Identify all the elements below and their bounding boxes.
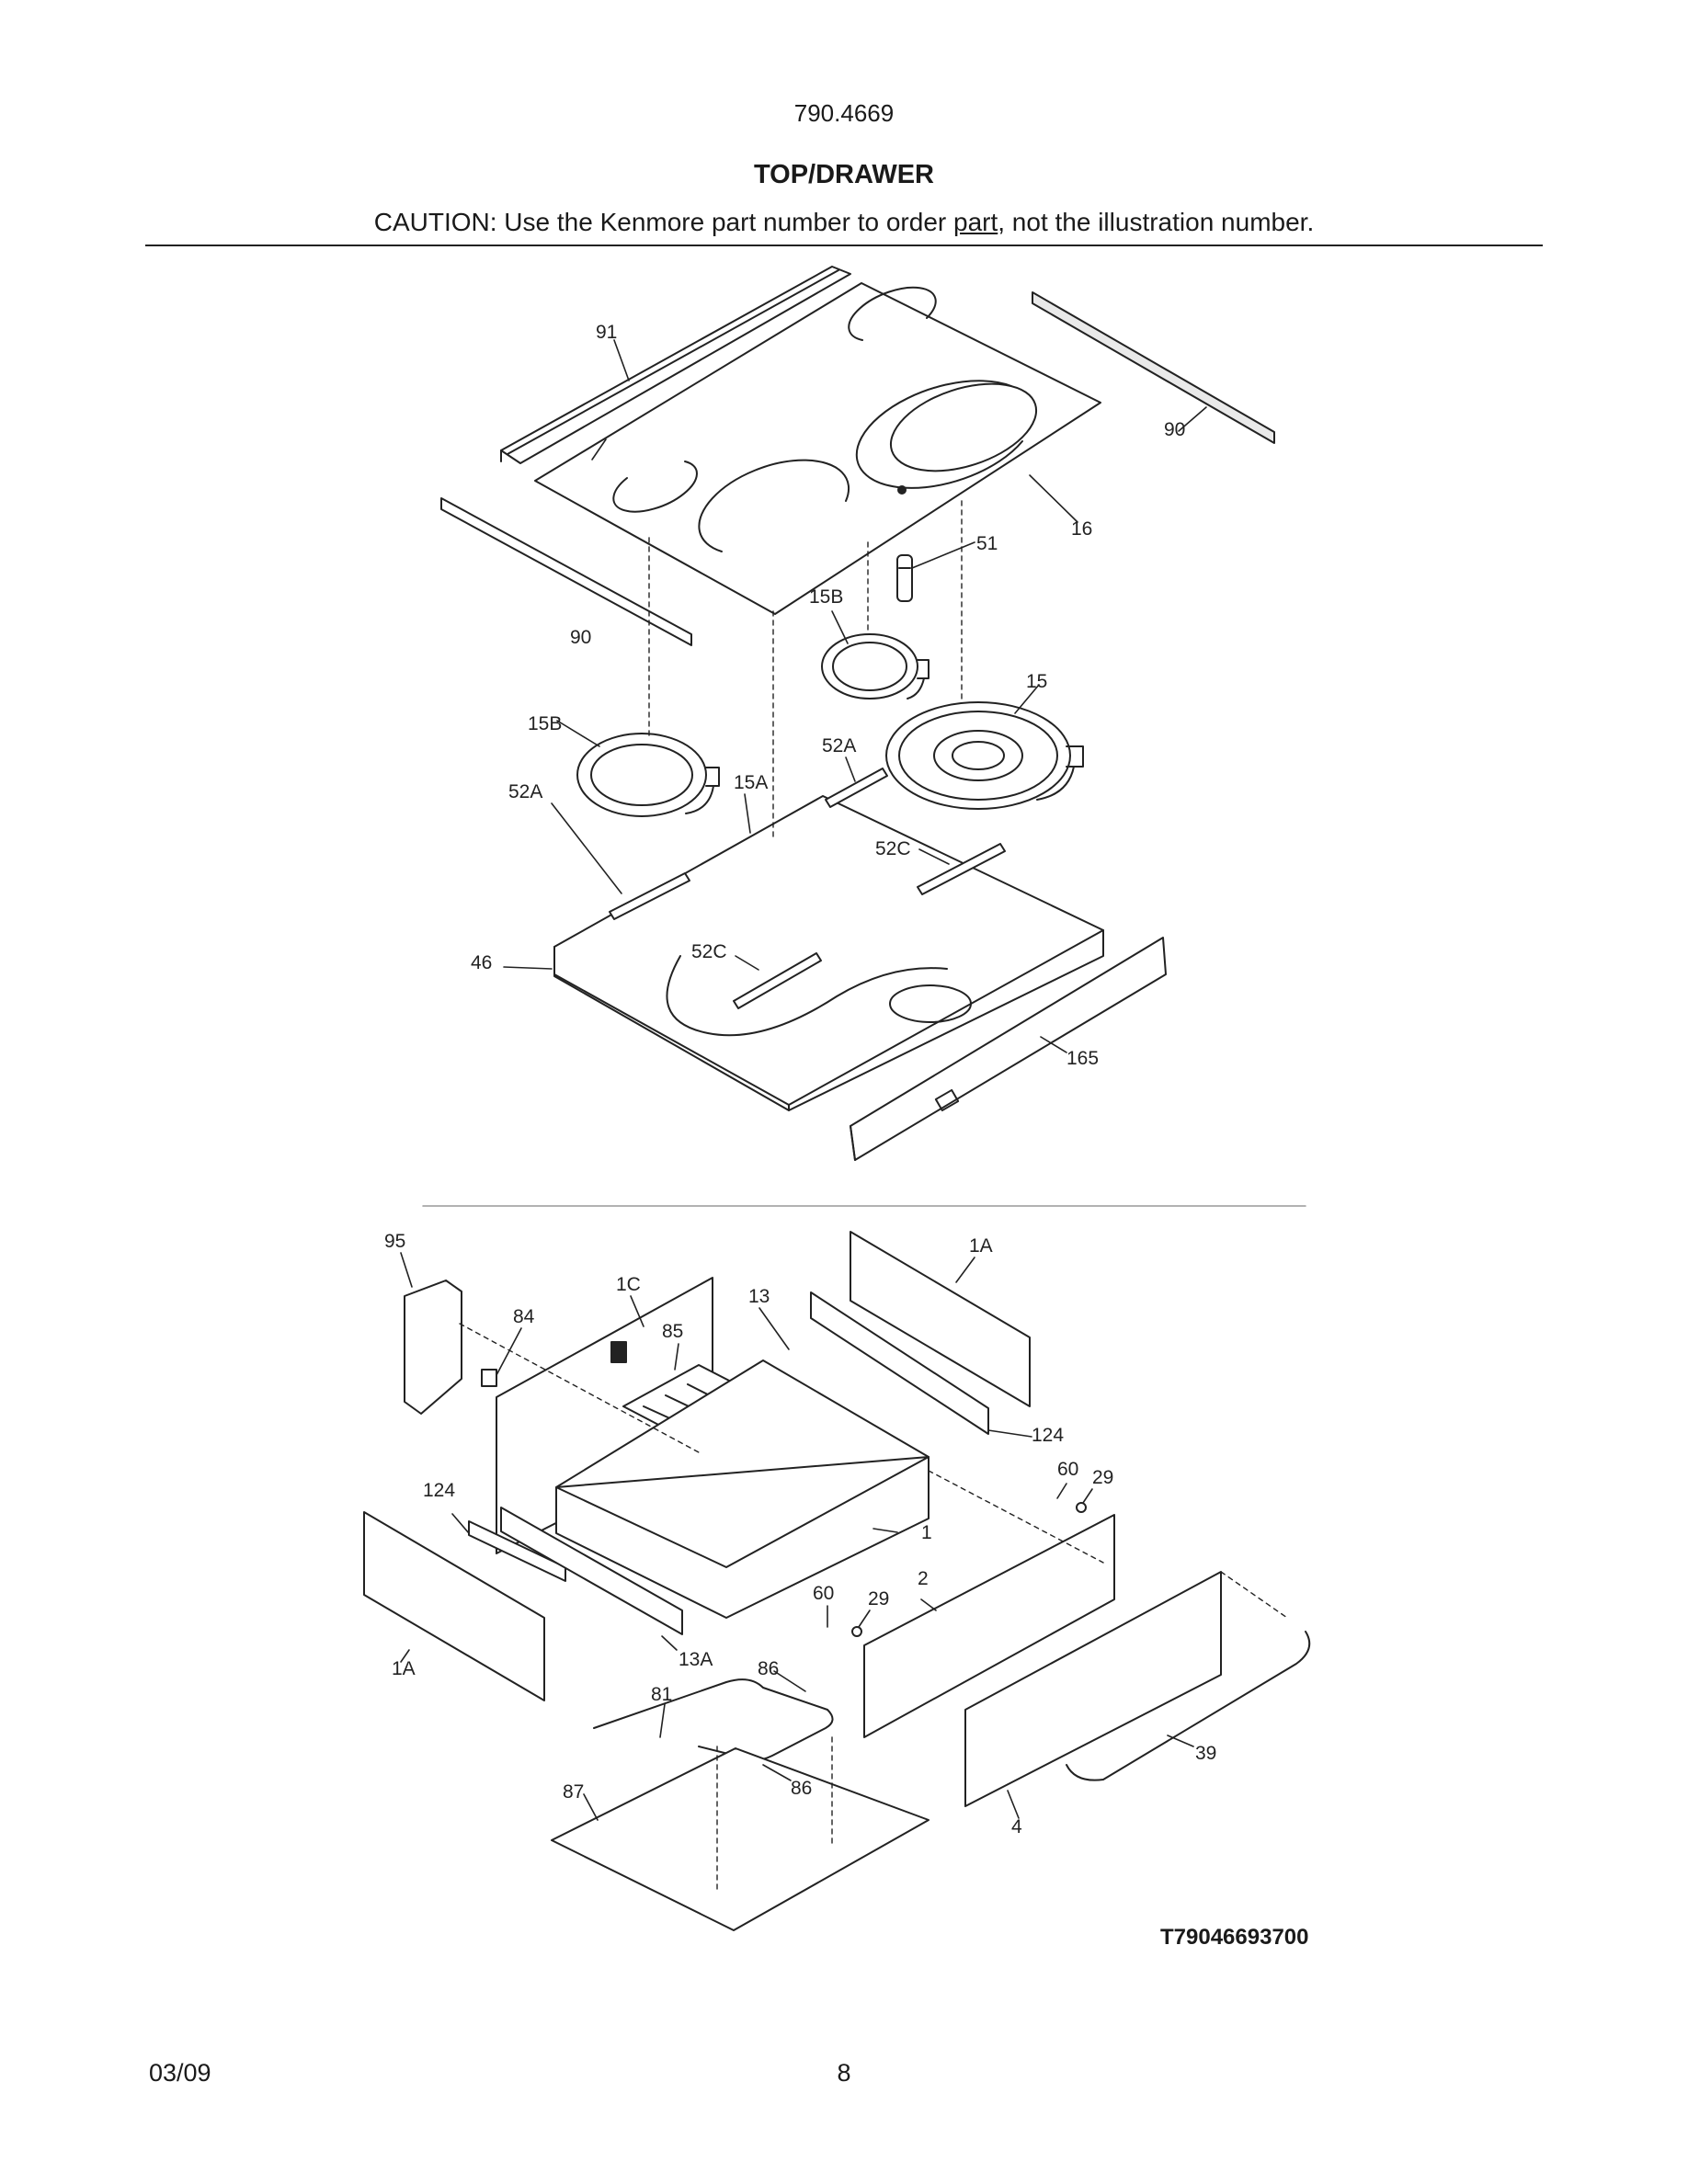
callout-60-left: 60 [813,1583,834,1604]
callout-16: 16 [1071,518,1092,540]
callout-1a-right: 1A [969,1235,993,1257]
callout-84: 84 [513,1306,535,1327]
callout-1: 1 [921,1522,932,1543]
part-16-glass-cooktop [534,282,1101,615]
callout-15: 15 [1026,671,1047,692]
callout-15b-rear: 15B [809,586,843,608]
callout-15a: 15A [734,772,768,793]
part-1a-side-panel-right [850,1231,1031,1407]
header-rule [145,245,1543,246]
drawer-assembly-lines [459,1323,1288,1894]
callout-4: 4 [1011,1816,1022,1837]
part-13a-slide-left [500,1507,683,1635]
callout-46: 46 [471,952,492,973]
callout-60-right: 60 [1057,1459,1078,1480]
part-165-manifold-panel [850,937,1167,1161]
callout-labels: 91 90 16 51 15B 90 15 15B 52A 15A 52A 52… [384,322,1216,1837]
top-assembly-lines [648,500,963,837]
part-39-handle [1066,1631,1311,1781]
callout-51: 51 [976,533,998,554]
callout-2: 2 [918,1568,929,1589]
callout-29-right: 29 [1092,1467,1113,1488]
callout-52c-right: 52C [875,838,911,859]
part-90-side-trim-right [1032,291,1275,444]
callout-1c: 1C [616,1274,641,1295]
part-84-switch [481,1369,497,1387]
callout-13: 13 [748,1286,770,1307]
callout-52a-left: 52A [508,781,542,802]
callout-165: 165 [1066,1048,1099,1069]
part-52a-bracket-right [825,768,888,808]
callout-86-bottom: 86 [791,1778,812,1799]
caution-text-after: , not the illustration number. [998,208,1315,236]
part-52c-bracket-right [917,843,1006,895]
figure-id: T79046693700 [1160,1925,1309,1950]
footer-date: 03/09 [149,2059,211,2087]
callout-29-left: 29 [868,1588,889,1610]
part-2-drawer-front-panel [863,1514,1115,1738]
callout-124-right: 124 [1032,1425,1064,1446]
callout-52a-right: 52A [822,735,856,756]
part-124-slide-left [468,1520,566,1582]
callout-85: 85 [662,1321,683,1342]
part-13-slide-right [810,1291,989,1435]
part-52a-bracket-left [609,872,690,920]
part-4-drawer-front [964,1571,1222,1807]
callout-52c-left: 52C [691,941,727,962]
model-number: 790.4669 [793,99,895,127]
caution-note: CAUTION: Use the Kenmore part number to … [0,208,1688,237]
callout-91: 91 [596,322,617,343]
callout-90-right: 90 [1164,419,1185,440]
callout-leaders [400,339,1207,1821]
caution-text-before: CAUTION: Use the Kenmore part number to … [373,208,953,236]
part-15b-element-left [576,733,720,817]
part-1a-side-panel-left [363,1511,545,1701]
callout-81: 81 [651,1684,672,1705]
callout-124-left: 124 [423,1480,455,1501]
page-title: TOP/DRAWER [753,160,935,189]
part-87-bottom-panel [551,1747,930,1931]
page-number: 8 [837,2059,851,2087]
callout-95: 95 [384,1231,405,1252]
callout-15b-left: 15B [528,713,562,734]
callout-1a-left: 1A [392,1658,416,1679]
part-81-heating-element [593,1678,834,1761]
part-51-switch [896,554,913,602]
part-1-drawer-body [555,1359,930,1619]
callout-87: 87 [563,1781,584,1803]
callout-86-top: 86 [758,1658,779,1679]
part-15b-element-rear [821,633,930,700]
part-52c-bracket-left [733,952,822,1009]
callout-39: 39 [1195,1743,1216,1764]
part-46-burner-box [553,795,1104,1111]
part-90-side-trim-left [440,497,692,646]
part-91-rear-trim [500,266,851,464]
caution-text-link: part [953,208,998,236]
part-60-29-hardware [851,1502,1087,1637]
part-95-cover [404,1280,462,1415]
callout-90-left: 90 [570,627,591,648]
callout-13a: 13A [679,1649,713,1670]
part-15-element-large [885,701,1084,810]
